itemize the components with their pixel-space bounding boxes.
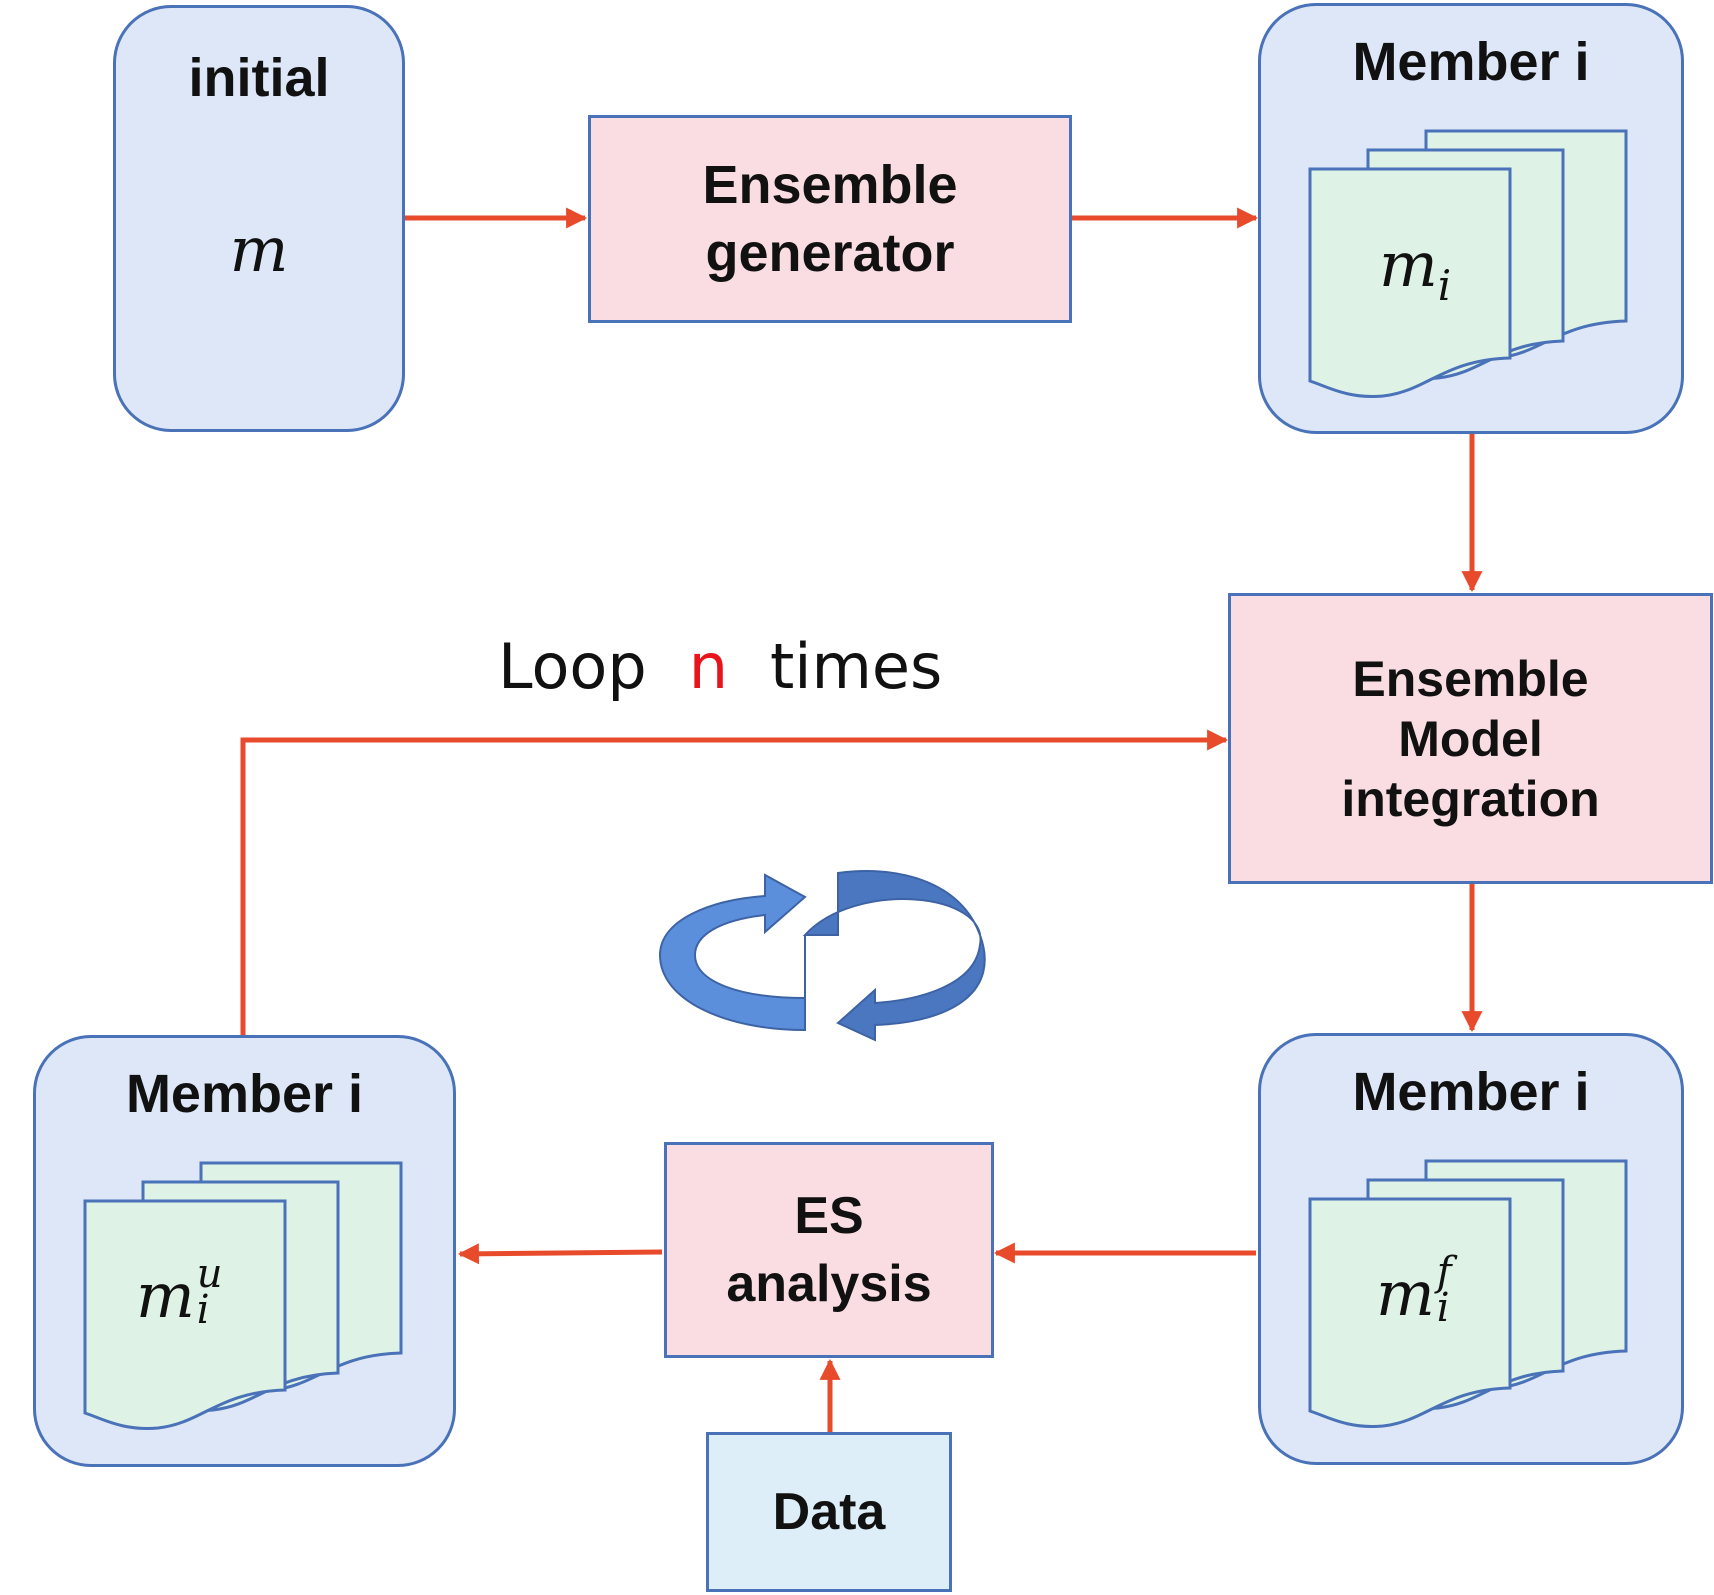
- document-stack-icon: [1308, 1159, 1628, 1428]
- ensemble-model-integration-box: Ensemble Model integration: [1228, 593, 1713, 884]
- member-variable-subscript: i: [1437, 261, 1452, 310]
- member-forecast-subscript: i: [1436, 1285, 1450, 1331]
- member-forecast-superscript: f: [1436, 1249, 1452, 1295]
- loop-count: n: [688, 630, 728, 703]
- es-analysis-line1: ES: [794, 1187, 864, 1245]
- member-updated-subscript: i: [196, 1287, 210, 1333]
- member-updated-superscript: u: [196, 1251, 223, 1297]
- integration-line2: Model: [1398, 710, 1543, 767]
- member-forecast-title: Member i: [1352, 1062, 1590, 1122]
- arrow-analysis-to-member-updated: [457, 1243, 663, 1265]
- integration-line1: Ensemble: [1352, 650, 1589, 707]
- ensemble-generator-line1: Ensemble: [702, 155, 958, 215]
- ensemble-generator-line2: generator: [705, 223, 955, 283]
- loop-arrow: [240, 729, 1229, 1035]
- data-label: Data: [772, 1483, 886, 1541]
- integration-line3: integration: [1341, 770, 1600, 827]
- document-stack-icon: [1308, 129, 1628, 398]
- es-analysis-box: ES analysis: [664, 1142, 994, 1358]
- initial-variable: m: [229, 213, 289, 286]
- member-variable: mi: [1379, 228, 1452, 311]
- member-box-initial-ensemble: Member i mi: [1258, 3, 1684, 434]
- loop-label-prefix: Loop: [498, 630, 647, 703]
- es-analysis-line2: analysis: [726, 1255, 932, 1313]
- document-stack-icon: [83, 1161, 403, 1430]
- initial-title: initial: [188, 48, 330, 108]
- data-box: Data: [706, 1432, 952, 1592]
- member-updated-title: Member i: [125, 1064, 364, 1124]
- circular-arrows-icon: [658, 870, 986, 1042]
- ensemble-generator-box: Ensemble generator: [588, 115, 1072, 323]
- member-title: Member i: [1352, 32, 1590, 92]
- loop-label-suffix: times: [769, 630, 943, 703]
- initial-box: initial m: [113, 5, 405, 432]
